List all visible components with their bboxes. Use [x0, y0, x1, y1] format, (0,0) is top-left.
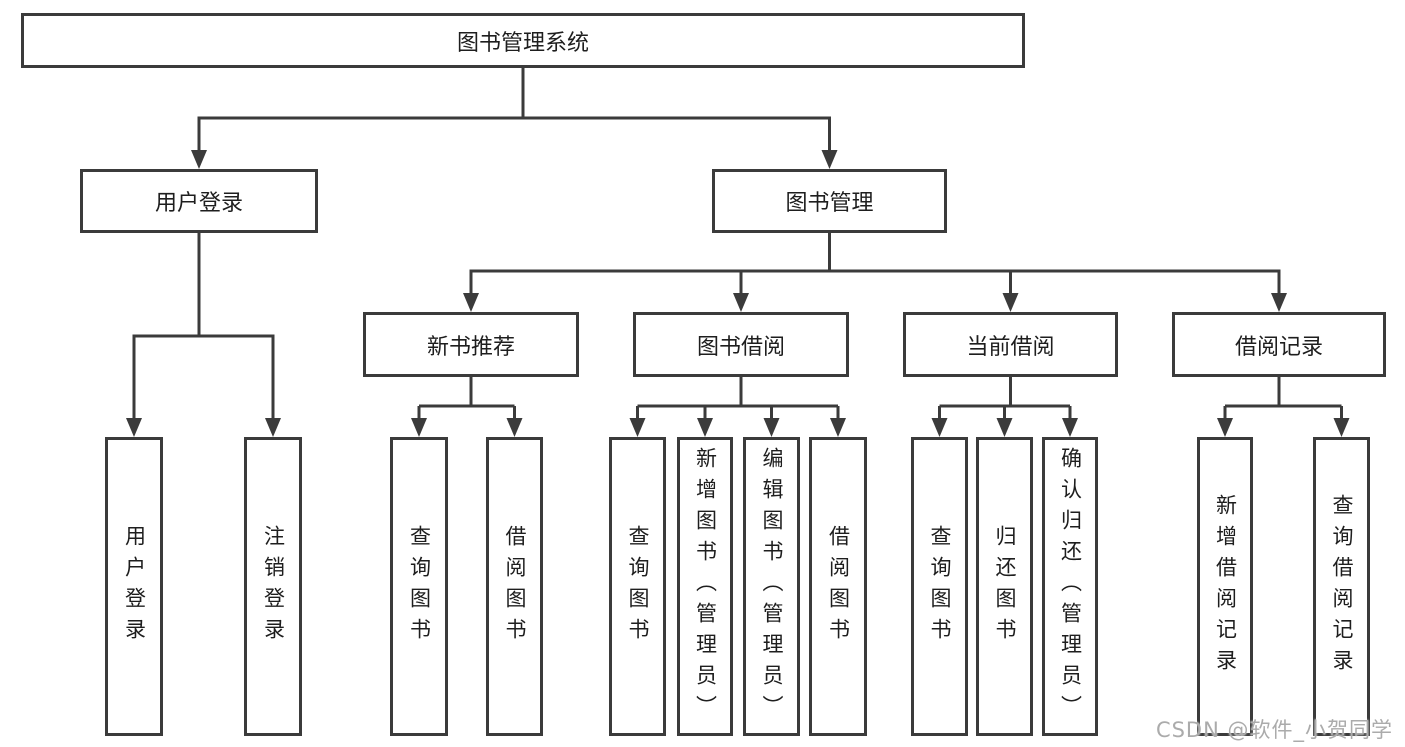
leaf-logout-label: 注销登录: [261, 524, 286, 649]
leaf-return-books-label: 归还图书: [993, 524, 1017, 649]
leaf-query-borrow-record-label: 查询借阅记录: [1330, 493, 1354, 680]
leaf-user-login-label: 用户登录: [122, 524, 147, 649]
leaf-edit-books-admin: 编辑图书（管理员）: [743, 437, 800, 736]
leaf-query-borrow-record: 查询借阅记录: [1313, 437, 1370, 736]
leaf-return-books: 归还图书: [976, 437, 1033, 736]
leaf-confirm-return-admin: 确认归还（管理员）: [1042, 437, 1098, 736]
leaf-confirm-return-admin-label: 确认归还（管理员）: [1058, 447, 1083, 726]
leaf-add-books-admin: 新增图书（管理员）: [677, 437, 733, 736]
leaf-borrow-books-2: 借阅图书: [809, 437, 867, 736]
node-borrowing-records: 借阅记录: [1172, 312, 1386, 377]
node-current-borrowing: 当前借阅: [903, 312, 1118, 377]
node-new-book-recommend: 新书推荐: [363, 312, 579, 377]
node-root: 图书管理系统: [21, 13, 1025, 68]
leaf-query-books-3: 查询图书: [911, 437, 968, 736]
node-book-management: 图书管理: [712, 169, 947, 233]
leaf-add-books-admin-label: 新增图书（管理员）: [693, 447, 718, 726]
node-book-management-label: 图书管理: [785, 191, 874, 216]
csdn-watermark: CSDN @软件_小贺同学: [1155, 718, 1393, 742]
leaf-user-login: 用户登录: [105, 437, 163, 736]
leaf-query-books-1: 查询图书: [390, 437, 448, 736]
node-user-login-branch-label: 用户登录: [154, 191, 243, 216]
leaf-borrow-books-1: 借阅图书: [486, 437, 543, 736]
leaf-borrow-books-1-label: 借阅图书: [503, 524, 527, 649]
leaf-borrow-books-2-label: 借阅图书: [826, 524, 851, 649]
node-root-label: 图书管理系统: [456, 30, 589, 56]
leaf-edit-books-admin-label: 编辑图书（管理员）: [760, 447, 784, 726]
leaf-query-books-3-label: 查询图书: [928, 524, 952, 649]
leaf-query-books-1-label: 查询图书: [407, 524, 432, 649]
leaf-query-books-2: 查询图书: [609, 437, 666, 736]
node-book-borrowing: 图书借阅: [633, 312, 849, 377]
leaf-add-borrow-record-label: 新增借阅记录: [1213, 493, 1238, 680]
node-book-borrowing-label: 图书借阅: [696, 334, 785, 360]
node-user-login-branch: 用户登录: [80, 169, 318, 233]
node-borrowing-records-label: 借阅记录: [1234, 334, 1323, 360]
leaf-query-books-2-label: 查询图书: [626, 524, 650, 649]
node-current-borrowing-label: 当前借阅: [966, 334, 1055, 360]
leaf-logout: 注销登录: [244, 437, 302, 736]
node-new-book-recommend-label: 新书推荐: [426, 334, 515, 360]
leaf-add-borrow-record: 新增借阅记录: [1197, 437, 1253, 736]
